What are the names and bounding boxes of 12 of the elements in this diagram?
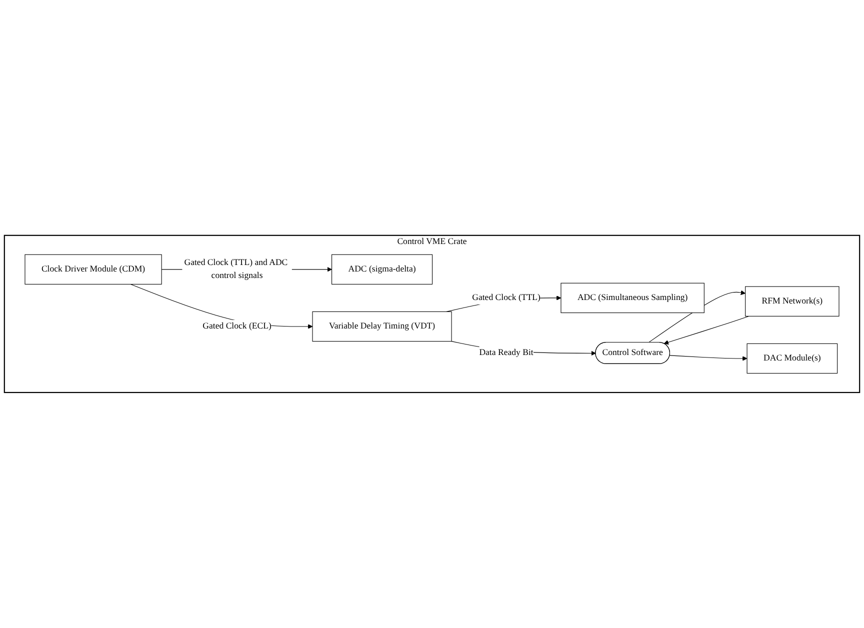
node-box: RFM Network(s) [745,286,840,317]
arrow [670,355,748,361]
edge-label: Gated Clock (ECL) [202,322,272,331]
node-box: ADC (sigma-delta) [332,254,433,285]
node-box: DAC Module(s) [746,343,838,374]
node-box: Variable Delay Timing (VDT) [312,311,452,342]
edge-label: Data Ready Bit [479,348,534,358]
edge-label: Gated Clock (TTL) [472,293,540,302]
node-box: Clock Driver Module (CDM) [24,254,162,285]
node-box: ADC (Simultaneous Sampling) [560,282,704,314]
arrow [664,316,750,345]
edge-label: Gated Clock (TTL) and ADC control signals [184,258,288,280]
